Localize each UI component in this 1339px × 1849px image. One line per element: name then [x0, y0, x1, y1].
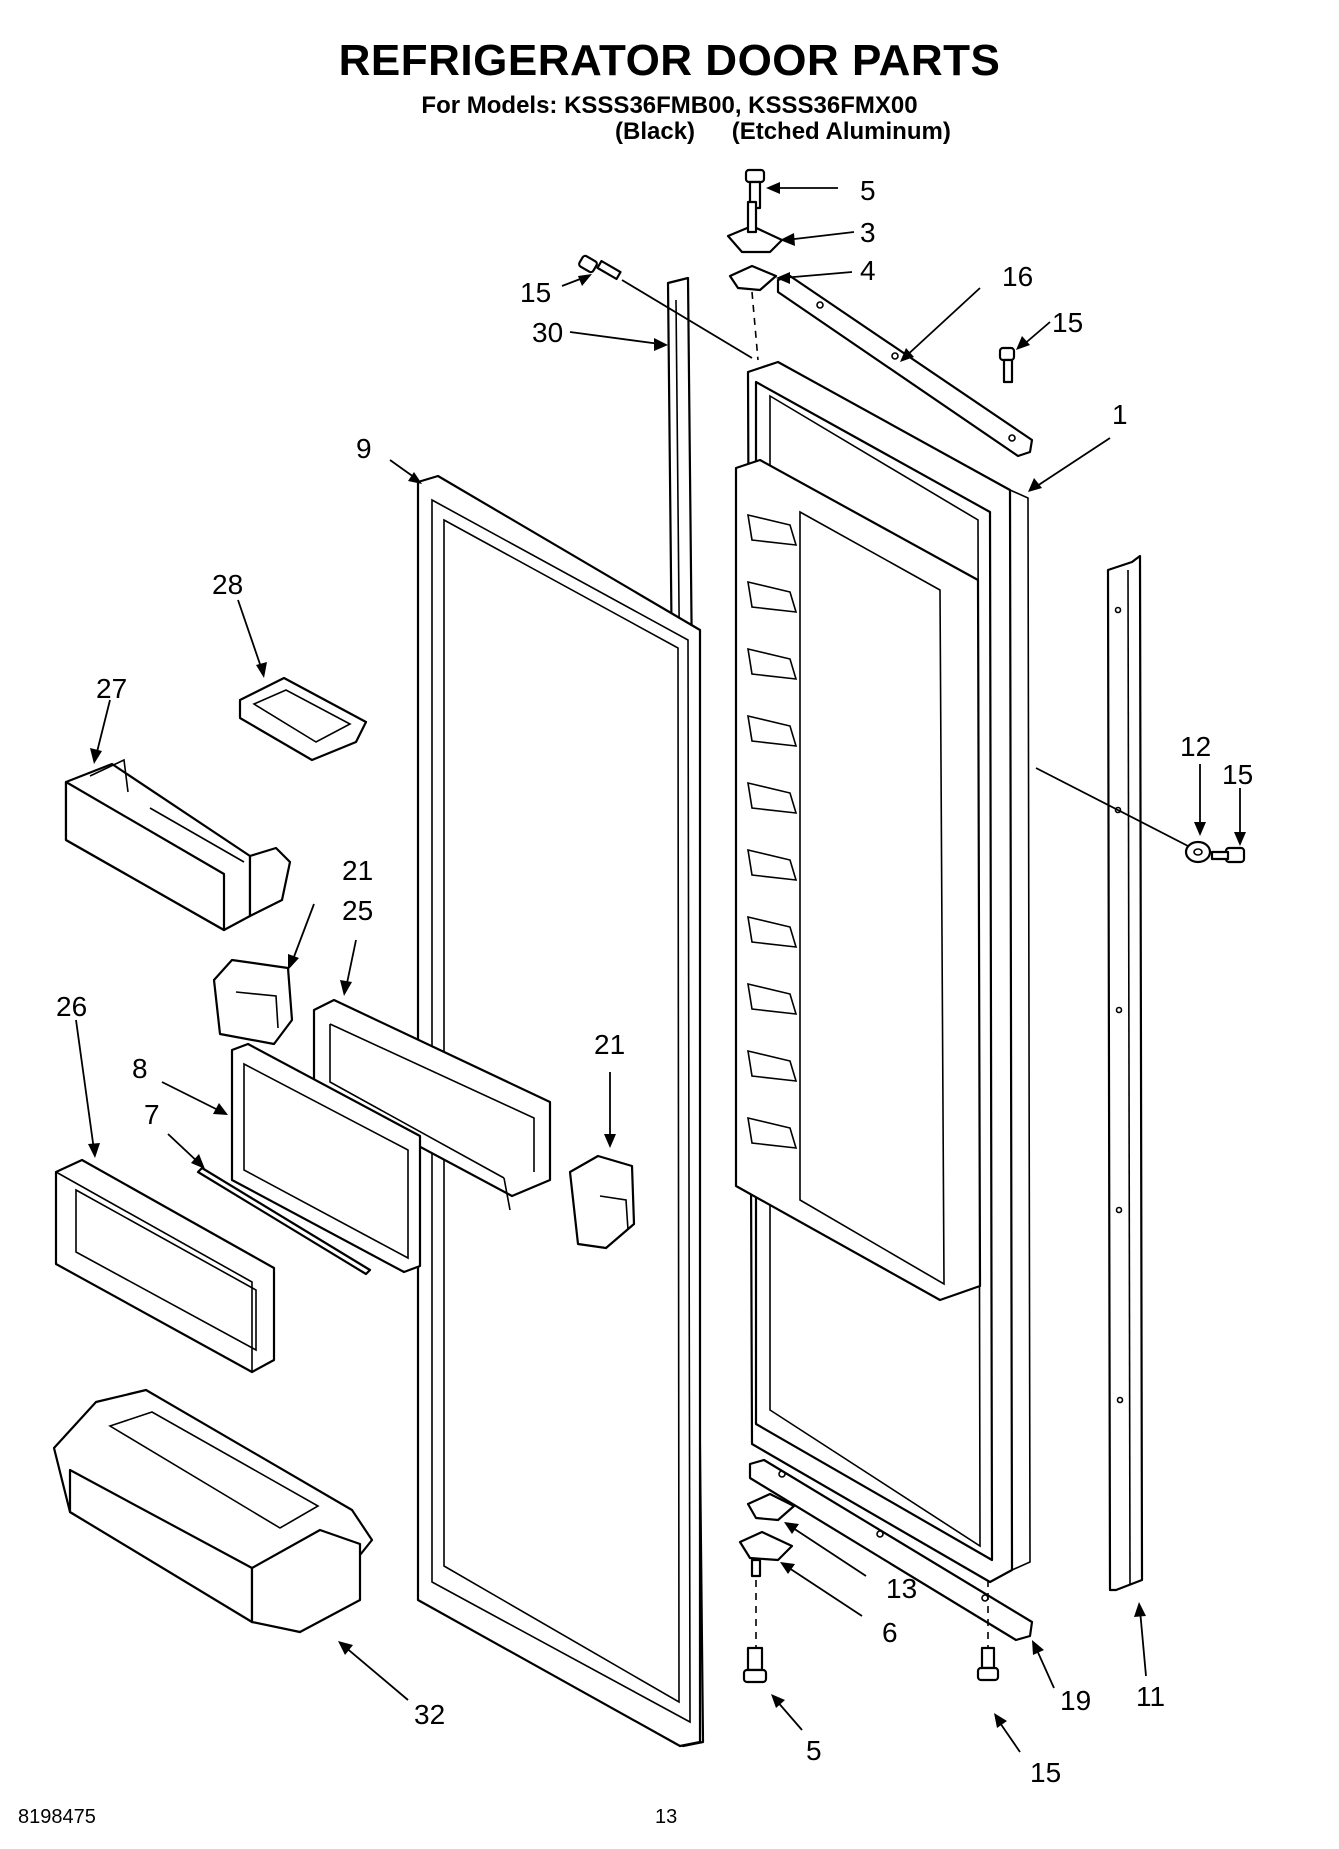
part-9-door-gasket	[416, 474, 702, 1748]
variant-black: (Black)	[615, 118, 696, 145]
callout-11: 11	[1136, 1681, 1165, 1712]
callout-13: 13	[886, 1573, 917, 1604]
document-number: 8198475	[18, 1806, 96, 1828]
callout-labels: 5 3 4 16 15 30 15 1 9 28 27 12 15 21 25 …	[56, 175, 1253, 1788]
part-15-screw-right	[1210, 846, 1246, 864]
part-32-large-bin	[52, 1388, 374, 1634]
page-number: 13	[655, 1806, 678, 1828]
part-13-hinge-shim-bottom	[746, 1492, 796, 1522]
models-line: For Models: KSSS36FMB00, KSSS36FMX00	[421, 92, 918, 119]
callout-25: 25	[342, 895, 373, 926]
part-6-bottom-hinge	[738, 1530, 794, 1578]
callout-27: 27	[96, 673, 127, 704]
callout-21-left: 21	[342, 855, 373, 886]
callout-9: 9	[356, 433, 372, 464]
callout-28: 28	[212, 569, 243, 600]
callout-32: 32	[414, 1699, 445, 1730]
part-11-side-trim	[1106, 554, 1144, 1592]
part-3-top-hinge	[726, 200, 784, 254]
callout-3: 3	[860, 217, 876, 248]
part-21-bin-support-left	[212, 958, 294, 1046]
callout-19: 19	[1060, 1685, 1091, 1716]
callout-1: 1	[1112, 399, 1128, 430]
door-shelf-clips	[747, 513, 798, 1149]
callout-15-right: 15	[1222, 759, 1253, 790]
variant-etched-aluminum: (Etched Aluminum)	[731, 118, 951, 145]
part-5-bottom-screw	[742, 1646, 768, 1684]
callout-12: 12	[1180, 731, 1211, 762]
part-8-frame-gasket	[230, 1042, 422, 1274]
page-title: REFRIGERATOR DOOR PARTS	[338, 36, 1001, 85]
callout-5-bottom: 5	[806, 1735, 822, 1766]
part-27-door-bin	[64, 758, 292, 932]
part-7-rod	[196, 1166, 372, 1276]
callout-16: 16	[1002, 261, 1033, 292]
part-12-washer	[1184, 840, 1212, 864]
part-1-door-panel	[734, 360, 1031, 1584]
part-15-screw-bottom	[976, 1646, 1000, 1682]
part-28-utility-bin	[238, 676, 368, 762]
part-15-screw-top-left	[578, 254, 622, 281]
callout-21-right: 21	[594, 1029, 625, 1060]
callout-15-top-left: 15	[520, 277, 551, 308]
callout-30: 30	[532, 317, 563, 348]
callout-8: 8	[132, 1053, 148, 1084]
leader-lines	[75, 182, 1246, 1753]
callout-6: 6	[882, 1617, 898, 1648]
part-15-screw-top-right	[998, 346, 1016, 384]
part-26-bin-cover	[54, 1158, 276, 1374]
part-25-housing	[312, 998, 552, 1211]
model-variants: (Black) (Etched Aluminum)	[615, 118, 981, 146]
callout-15-top-right: 15	[1052, 307, 1083, 338]
callout-5-top: 5	[860, 175, 876, 206]
part-4-hinge-shim	[728, 264, 778, 292]
callout-15-bottom: 15	[1030, 1757, 1061, 1788]
callout-26: 26	[56, 991, 87, 1022]
callout-7: 7	[144, 1099, 160, 1130]
callout-4: 4	[860, 255, 876, 286]
part-21-bin-support-right	[568, 1154, 636, 1250]
